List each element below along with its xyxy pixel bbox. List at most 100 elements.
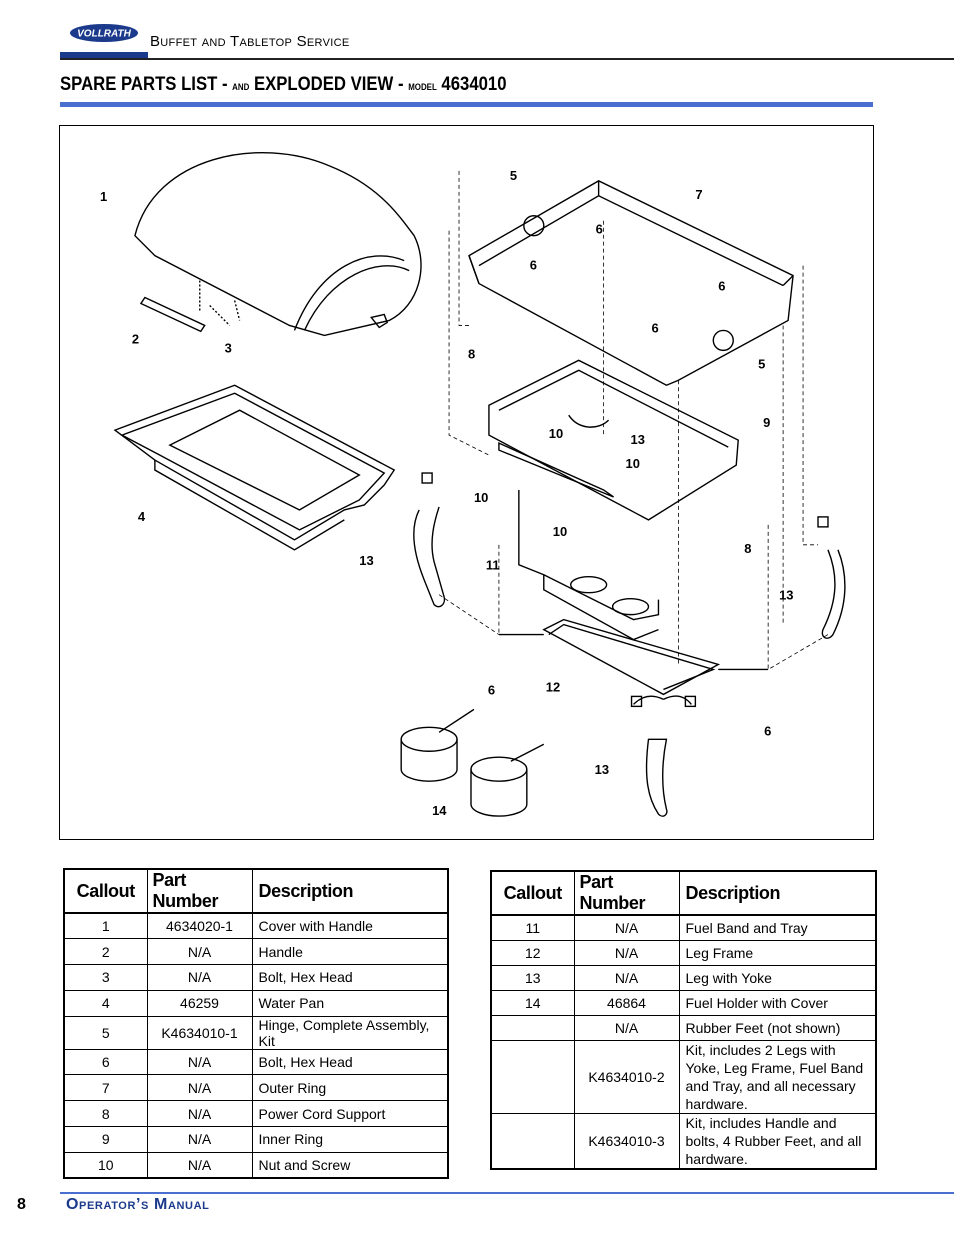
cell-description: Outer Ring <box>251 1074 449 1102</box>
cell-description: Fuel Band and Tray <box>678 914 877 941</box>
callout-8b: 8 <box>744 541 751 556</box>
cell-callout: 9 <box>63 1126 148 1153</box>
outer-ring <box>468 180 794 387</box>
callout-8a: 8 <box>468 346 475 361</box>
exploded-view-drawing: 1 2 3 4 5 5 6 6 6 6 6 6 7 8 8 9 10 10 10… <box>100 151 846 818</box>
logo-text: VOLLRATH <box>77 29 131 40</box>
manual-title: Operator’s Manual <box>66 1196 210 1213</box>
cell-part-number: N/A <box>146 1074 253 1102</box>
cell-description: Leg Frame <box>678 939 877 966</box>
cell-part-number: N/A <box>146 1048 253 1076</box>
inner-ring <box>488 359 739 521</box>
callout-labels: 1 2 3 4 5 5 6 6 6 6 6 6 7 8 8 9 10 10 10… <box>100 168 794 818</box>
leg-with-yoke-left <box>413 472 446 608</box>
col-part-number: Part Number <box>573 870 680 916</box>
cell-part-number: N/A <box>146 1151 253 1179</box>
callout-6e: 6 <box>488 682 495 697</box>
cell-callout: 3 <box>63 964 148 991</box>
cell-description: Cover with Handle <box>251 912 449 940</box>
cell-part-number: K4634010-3 <box>573 1112 680 1169</box>
cell-description: Kit, includes 2 Legs with Yoke, Leg Fram… <box>678 1039 877 1114</box>
cell-description: Handle <box>251 938 449 966</box>
cell-part-number: K4634010-2 <box>573 1039 680 1114</box>
cell-part-number: K4634010-1 <box>146 1015 253 1050</box>
table-header-row: Callout Part Number Description <box>490 870 877 916</box>
col-description: Description <box>251 868 449 914</box>
callout-9: 9 <box>763 415 770 430</box>
cell-description: Kit, includes Handle and bolts, 4 Rubber… <box>678 1112 877 1169</box>
cell-callout: 4 <box>63 989 148 1017</box>
cell-description: Inner Ring <box>251 1126 449 1153</box>
page-title: SPARE PARTS LIST - and EXPLODED VIEW - m… <box>60 74 507 95</box>
handle <box>139 296 206 333</box>
cell-callout <box>490 1039 575 1114</box>
col-part-number: Part Number <box>146 868 253 914</box>
cell-callout: 2 <box>63 938 148 966</box>
callout-10a: 10 <box>549 426 563 441</box>
header-rule <box>60 58 954 60</box>
callout-2: 2 <box>132 331 139 346</box>
cell-description: Leg with Yoke <box>678 964 877 991</box>
leg-with-yoke-center <box>630 695 697 817</box>
col-callout: Callout <box>63 868 148 914</box>
cell-description: Fuel Holder with Cover <box>678 989 877 1016</box>
footer-rule <box>60 1192 954 1194</box>
callout-12: 12 <box>546 679 560 694</box>
cell-part-number: N/A <box>146 1126 253 1153</box>
cell-callout: 7 <box>63 1074 148 1102</box>
cell-part-number: N/A <box>573 964 680 991</box>
cell-callout <box>490 1014 575 1041</box>
page-number: 8 <box>17 1196 26 1213</box>
cell-description: Water Pan <box>251 989 449 1017</box>
cell-part-number: N/A <box>146 1100 253 1128</box>
cell-callout: 10 <box>63 1151 148 1179</box>
cell-callout <box>490 1112 575 1169</box>
title-rule <box>60 102 873 107</box>
cell-description: Power Cord Support <box>251 1100 449 1128</box>
cell-part-number: 46864 <box>573 989 680 1016</box>
cell-callout: 5 <box>63 1015 148 1050</box>
cell-callout: 6 <box>63 1048 148 1076</box>
callout-6f: 6 <box>764 723 771 738</box>
callout-10c: 10 <box>474 490 488 505</box>
callout-5b: 5 <box>758 356 765 371</box>
callout-3: 3 <box>225 340 232 355</box>
leg-frame <box>498 618 769 696</box>
cell-description: Bolt, Hex Head <box>251 964 449 991</box>
callout-10d: 10 <box>553 524 567 539</box>
assembly-lines <box>438 170 829 670</box>
cell-description: Rubber Feet (not shown) <box>678 1014 877 1041</box>
callout-6b: 6 <box>530 258 537 273</box>
fuel-band-and-tray <box>498 442 660 641</box>
cell-description: Hinge, Complete Assembly, Kit <box>251 1015 449 1050</box>
callout-5a: 5 <box>510 168 517 183</box>
section-title: Buffet and Tabletop Service <box>150 33 350 50</box>
cell-part-number: N/A <box>573 1014 680 1041</box>
callout-14: 14 <box>432 803 447 818</box>
cell-part-number: N/A <box>573 939 680 966</box>
cell-callout: 12 <box>490 939 575 966</box>
callout-13c: 13 <box>779 588 793 603</box>
table-header-row: Callout Part Number Description <box>63 868 449 914</box>
cell-description: Nut and Screw <box>251 1151 449 1179</box>
col-description: Description <box>678 870 877 916</box>
callout-13d: 13 <box>595 762 609 777</box>
cell-part-number: N/A <box>146 964 253 991</box>
leg-with-yoke-right <box>817 516 846 639</box>
callout-6c: 6 <box>718 279 725 294</box>
